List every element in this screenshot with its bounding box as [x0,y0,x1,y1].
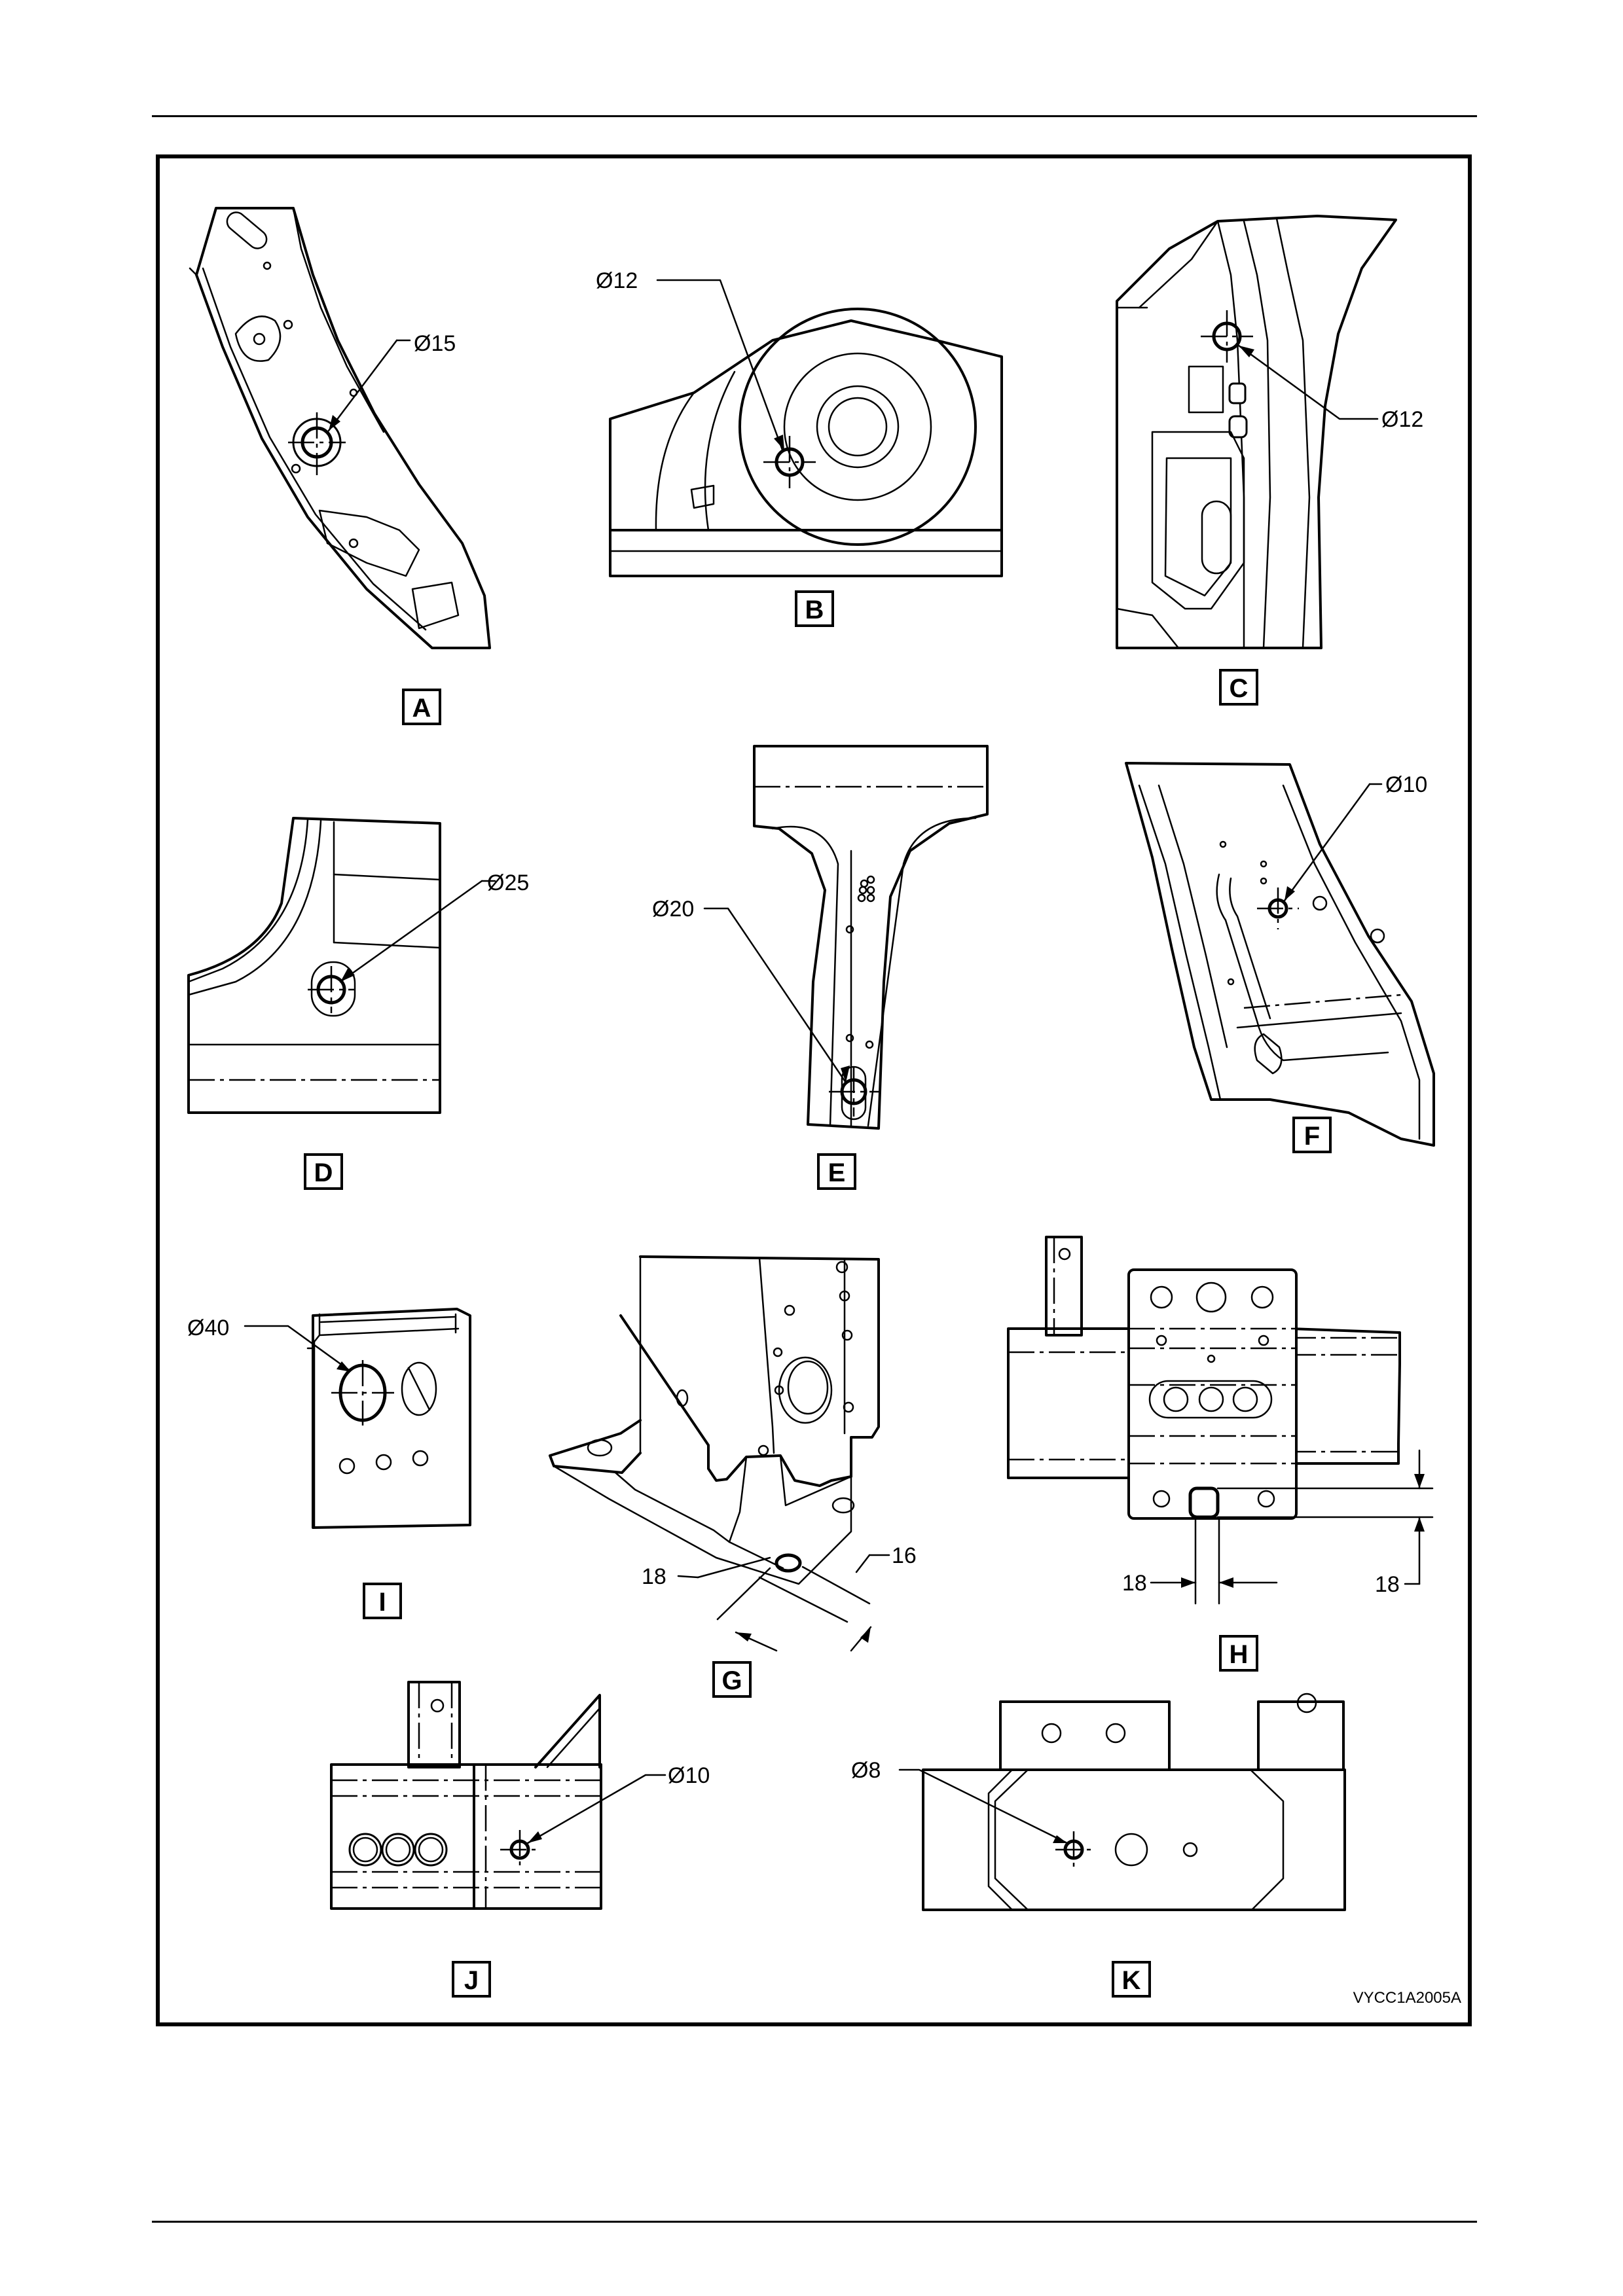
view-b [610,280,1002,576]
hole-label-k: Ø8 [851,1758,881,1783]
dim-label-h-18-vertical: 18 [1375,1572,1400,1597]
figure-code: VYCC1A2005A [1353,1989,1461,2007]
view-j [331,1682,665,1909]
view-label-i: I [364,1584,401,1618]
svg-text:B: B [805,596,824,624]
hole-label-b: Ø12 [596,268,638,293]
view-label-j: J [453,1962,490,1996]
svg-text:C: C [1230,674,1249,703]
view-e [704,746,987,1128]
view-f [1126,763,1434,1145]
view-label-a: A [403,690,440,724]
view-label-h: H [1220,1636,1257,1670]
hole-label-j: Ø10 [668,1763,710,1788]
view-a [190,208,490,648]
view-k [900,1694,1345,1910]
dim-label-g-18: 18 [642,1564,666,1589]
view-label-f: F [1294,1118,1330,1152]
hole-label-d: Ø25 [487,870,529,895]
svg-text:J: J [464,1966,479,1995]
view-label-d: D [305,1155,342,1189]
svg-text:H: H [1230,1640,1249,1669]
svg-text:I: I [378,1588,386,1617]
view-i [245,1309,470,1528]
hole-label-e: Ø20 [652,897,694,922]
view-d [189,818,495,1113]
view-g [550,1257,889,1651]
view-label-b: B [796,592,833,626]
view-label-k: K [1113,1962,1150,1996]
svg-text:G: G [721,1666,742,1695]
view-c [1117,216,1396,648]
view-label-e: E [818,1155,855,1189]
hole-label-c: Ø12 [1381,407,1423,432]
view-label-g: G [714,1662,750,1696]
hole-label-i: Ø40 [187,1316,229,1340]
dim-label-g-16: 16 [892,1543,917,1568]
view-h [1008,1237,1432,1604]
hole-label-a: Ø15 [414,331,456,356]
hole-label-f: Ø10 [1385,772,1427,797]
dimension-labels: Ø15 Ø12 Ø12 Ø25 Ø20 Ø10 Ø40 18 16 18 18 … [187,268,1427,1788]
svg-text:D: D [314,1158,333,1187]
dim-label-h-18-horizontal: 18 [1122,1571,1147,1596]
svg-text:E: E [828,1158,846,1187]
svg-text:K: K [1122,1966,1141,1995]
svg-text:F: F [1304,1122,1320,1151]
svg-text:A: A [412,694,431,723]
view-label-c: C [1220,670,1257,704]
